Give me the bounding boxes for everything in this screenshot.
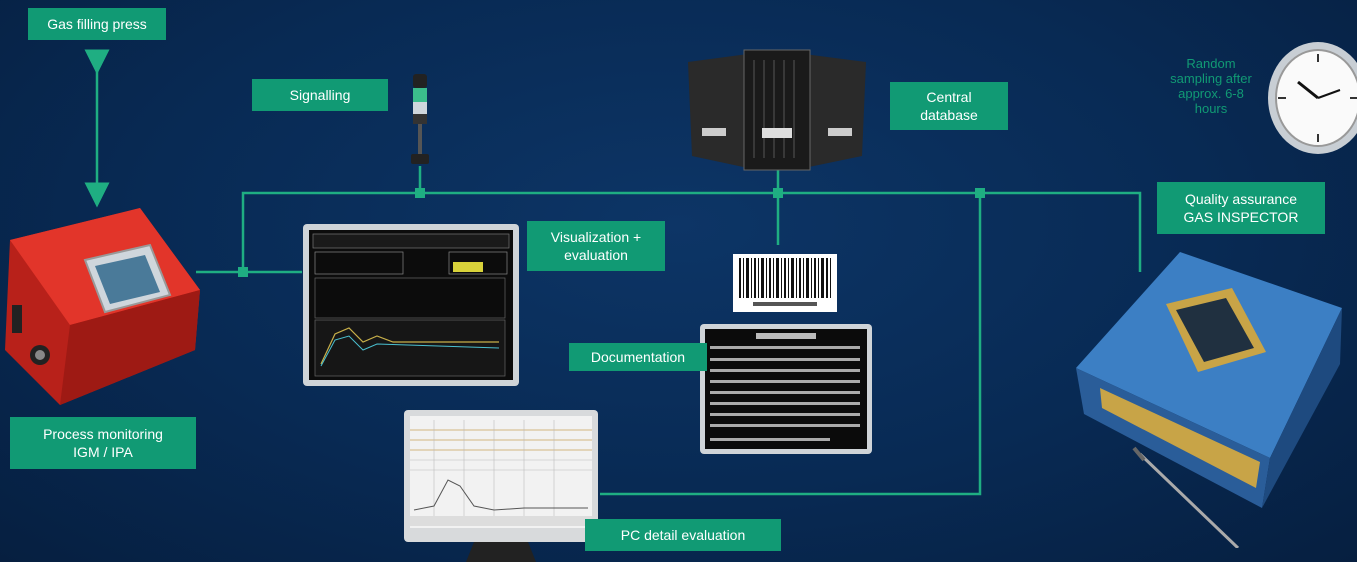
junction-node xyxy=(975,188,985,198)
label-central-database: Central database xyxy=(890,82,1008,130)
label-process-monitoring: Process monitoring IGM / IPA xyxy=(10,417,196,469)
label-pc-detail-evaluation: PC detail evaluation xyxy=(585,519,781,551)
statistics-screen xyxy=(700,324,872,454)
label-signalling: Signalling xyxy=(252,79,388,111)
label-quality-assurance: Quality assurance GAS INSPECTOR xyxy=(1157,182,1325,234)
label-gas-filling-press: Gas filling press xyxy=(28,8,166,40)
junction-node xyxy=(773,188,783,198)
label-random-sampling: Random sampling after approx. 6-8 hours xyxy=(1170,56,1252,116)
process-monitor-device xyxy=(5,208,200,405)
pc-link-line xyxy=(600,193,982,496)
junction-node xyxy=(415,188,425,198)
label-visualization: Visualization + evaluation xyxy=(527,221,665,271)
server-tower-icon xyxy=(688,49,866,171)
wall-clock-icon xyxy=(1268,42,1357,154)
visualization-screen xyxy=(303,224,519,386)
barcode-icon xyxy=(733,254,837,312)
label-documentation: Documentation xyxy=(569,343,707,371)
junction-node xyxy=(238,267,248,277)
gas-inspector-device xyxy=(1076,252,1342,548)
bus-line xyxy=(241,191,1142,272)
signal-tower-icon xyxy=(411,74,429,164)
pc-monitor xyxy=(404,410,598,562)
